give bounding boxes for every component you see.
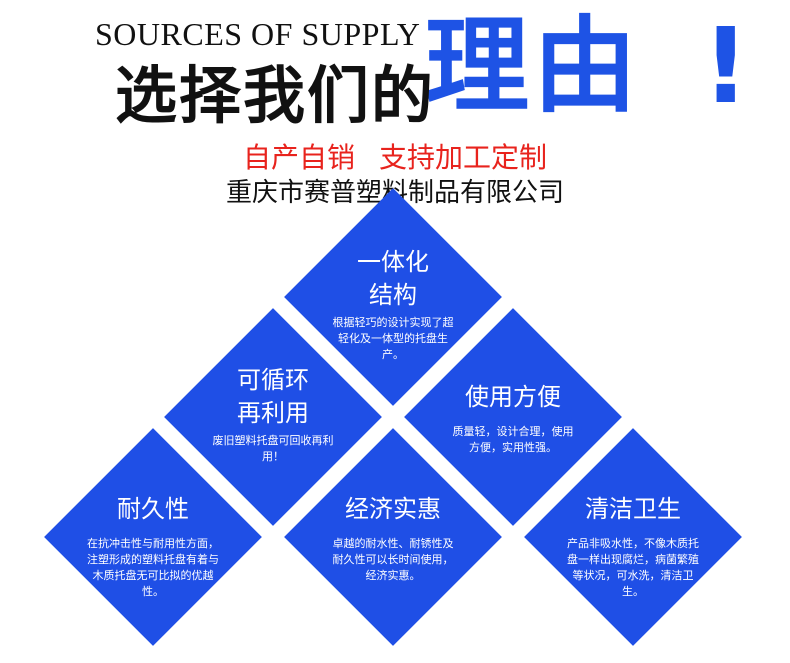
- feature-convenient: 使用方便 质量轻，设计合理，使用方便，实用性强。: [428, 381, 598, 456]
- feature-convenient-title: 使用方便: [465, 383, 561, 411]
- feature-convenient-desc: 质量轻，设计合理，使用方便，实用性强。: [452, 425, 574, 454]
- feature-recyclable: 可循环 再利用 废旧塑料托盘可回收再利用！: [188, 364, 358, 465]
- feature-integrated-title-line1: 一体化: [357, 248, 429, 276]
- feature-durability: 耐久性 在抗冲击性与耐用性方面，注塑形成的塑料托盘有着与木质托盘无可比拟的优越性…: [68, 493, 238, 600]
- feature-recyclable-desc: 废旧塑料托盘可回收再利用！: [212, 434, 334, 463]
- title-reason-blue: 理由: [425, 5, 642, 127]
- feature-economical: 经济实惠 卓越的耐水性、耐锈性及耐久性可以长时间使用，经济实惠。: [308, 493, 478, 584]
- feature-recyclable-title-line2: 再利用: [237, 399, 309, 427]
- feature-clean: 清洁卫生 产品非吸水性，不像木质托盘一样出现腐烂，病菌繁殖等状况，可水洗，清洁卫…: [548, 493, 718, 600]
- title-choose-us: 选择我们的: [115, 59, 436, 132]
- slogan-self-produced: 自产自销: [242, 141, 355, 174]
- feature-clean-desc: 产品非吸水性，不像木质托盘一样出现腐烂，病菌繁殖等状况，可水洗，清洁卫生。: [567, 537, 699, 598]
- feature-recyclable-title-line1: 可循环: [237, 366, 309, 394]
- slogan: 自产自销支持加工定制: [0, 140, 790, 176]
- feature-durability-title: 耐久性: [117, 495, 189, 523]
- feature-clean-title: 清洁卫生: [585, 495, 681, 523]
- feature-integrated: 一体化 结构 根据轻巧的设计实现了超轻化及一体型的托盘生产。: [308, 246, 478, 363]
- sources-of-supply-heading: SOURCES OF SUPPLY: [95, 16, 421, 52]
- slogan-custom-processing: 支持加工定制: [379, 141, 548, 174]
- title-exclamation: !: [702, 5, 750, 127]
- feature-economical-desc: 卓越的耐水性、耐锈性及耐久性可以长时间使用，经济实惠。: [332, 537, 454, 582]
- feature-economical-title: 经济实惠: [345, 495, 441, 523]
- feature-integrated-desc: 根据轻巧的设计实现了超轻化及一体型的托盘生产。: [332, 316, 454, 361]
- feature-integrated-title-line2: 结构: [369, 281, 417, 309]
- feature-durability-desc: 在抗冲击性与耐用性方面，注塑形成的塑料托盘有着与木质托盘无可比拟的优越性。: [87, 537, 219, 598]
